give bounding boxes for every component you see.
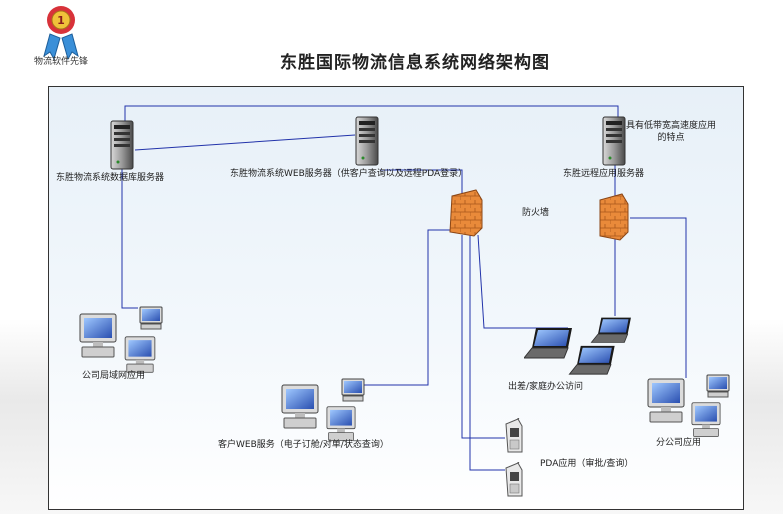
db-web-link: [134, 134, 356, 151]
laptop-icon-3: [568, 345, 616, 375]
firewall-pda2-link: [469, 235, 505, 471]
pda-label: PDA应用（审批/查询）: [540, 459, 634, 469]
firewall-icon-remote: [599, 193, 629, 241]
branch-label: 分公司应用: [656, 438, 702, 448]
firewall-pda1-link: [461, 235, 505, 439]
firewall-icon-main: [449, 189, 483, 237]
award-ribbon-icon: 1: [43, 6, 79, 61]
branch-pc-small-icon: [706, 374, 730, 398]
firewall-client-link: [358, 229, 455, 386]
db-server-icon: [110, 120, 134, 170]
pda-icon-1: [505, 418, 523, 453]
page-title: 东胜国际物流信息系统网络架构图: [280, 53, 550, 73]
firewall-mobile-link: [477, 234, 568, 329]
badge-number: 1: [57, 14, 65, 27]
mobile-office-label: 出差/家庭办公访问: [508, 382, 584, 392]
lan-pc-icon: [79, 313, 117, 358]
lan-label: 公司局域网应用: [82, 371, 146, 381]
laptop-icon-2: [590, 317, 632, 343]
client-pc-icon: [281, 384, 319, 429]
web-server-label: 东胜物流系统WEB服务器（供客户查询以及远程PDA登录）: [230, 169, 468, 179]
remote-server-icon: [602, 116, 626, 166]
remote-server-label: 东胜远程应用服务器: [563, 169, 645, 179]
logo-caption: 物流软件先锋: [33, 57, 88, 67]
client-pc-2-icon: [326, 406, 356, 441]
db-lan-link: [121, 150, 138, 309]
pda-icon-2: [505, 462, 523, 497]
client-pc-small-icon: [341, 378, 365, 402]
branch-pc-2-icon: [691, 402, 721, 437]
branch-pc-icon: [647, 378, 685, 423]
lan-pc-small-icon: [139, 306, 163, 330]
diagram-panel: [48, 86, 744, 510]
web-server-icon: [355, 116, 379, 166]
remote-server-note: 具有低带宽高速度应用的特点: [626, 121, 717, 143]
db-server-label: 东胜物流系统数据库服务器: [56, 173, 165, 183]
network-links: [121, 105, 687, 471]
web-firewall-link: [380, 169, 463, 200]
backbone-link: [124, 105, 619, 125]
firewall-label: 防火墙: [522, 208, 550, 218]
laptop-icon-1: [524, 327, 573, 359]
lan-pc-2-icon: [124, 336, 156, 373]
firewall-branch-link: [630, 217, 687, 378]
client-web-label: 客户WEB服务（电子订舱/对单/状态查询）: [218, 440, 389, 450]
